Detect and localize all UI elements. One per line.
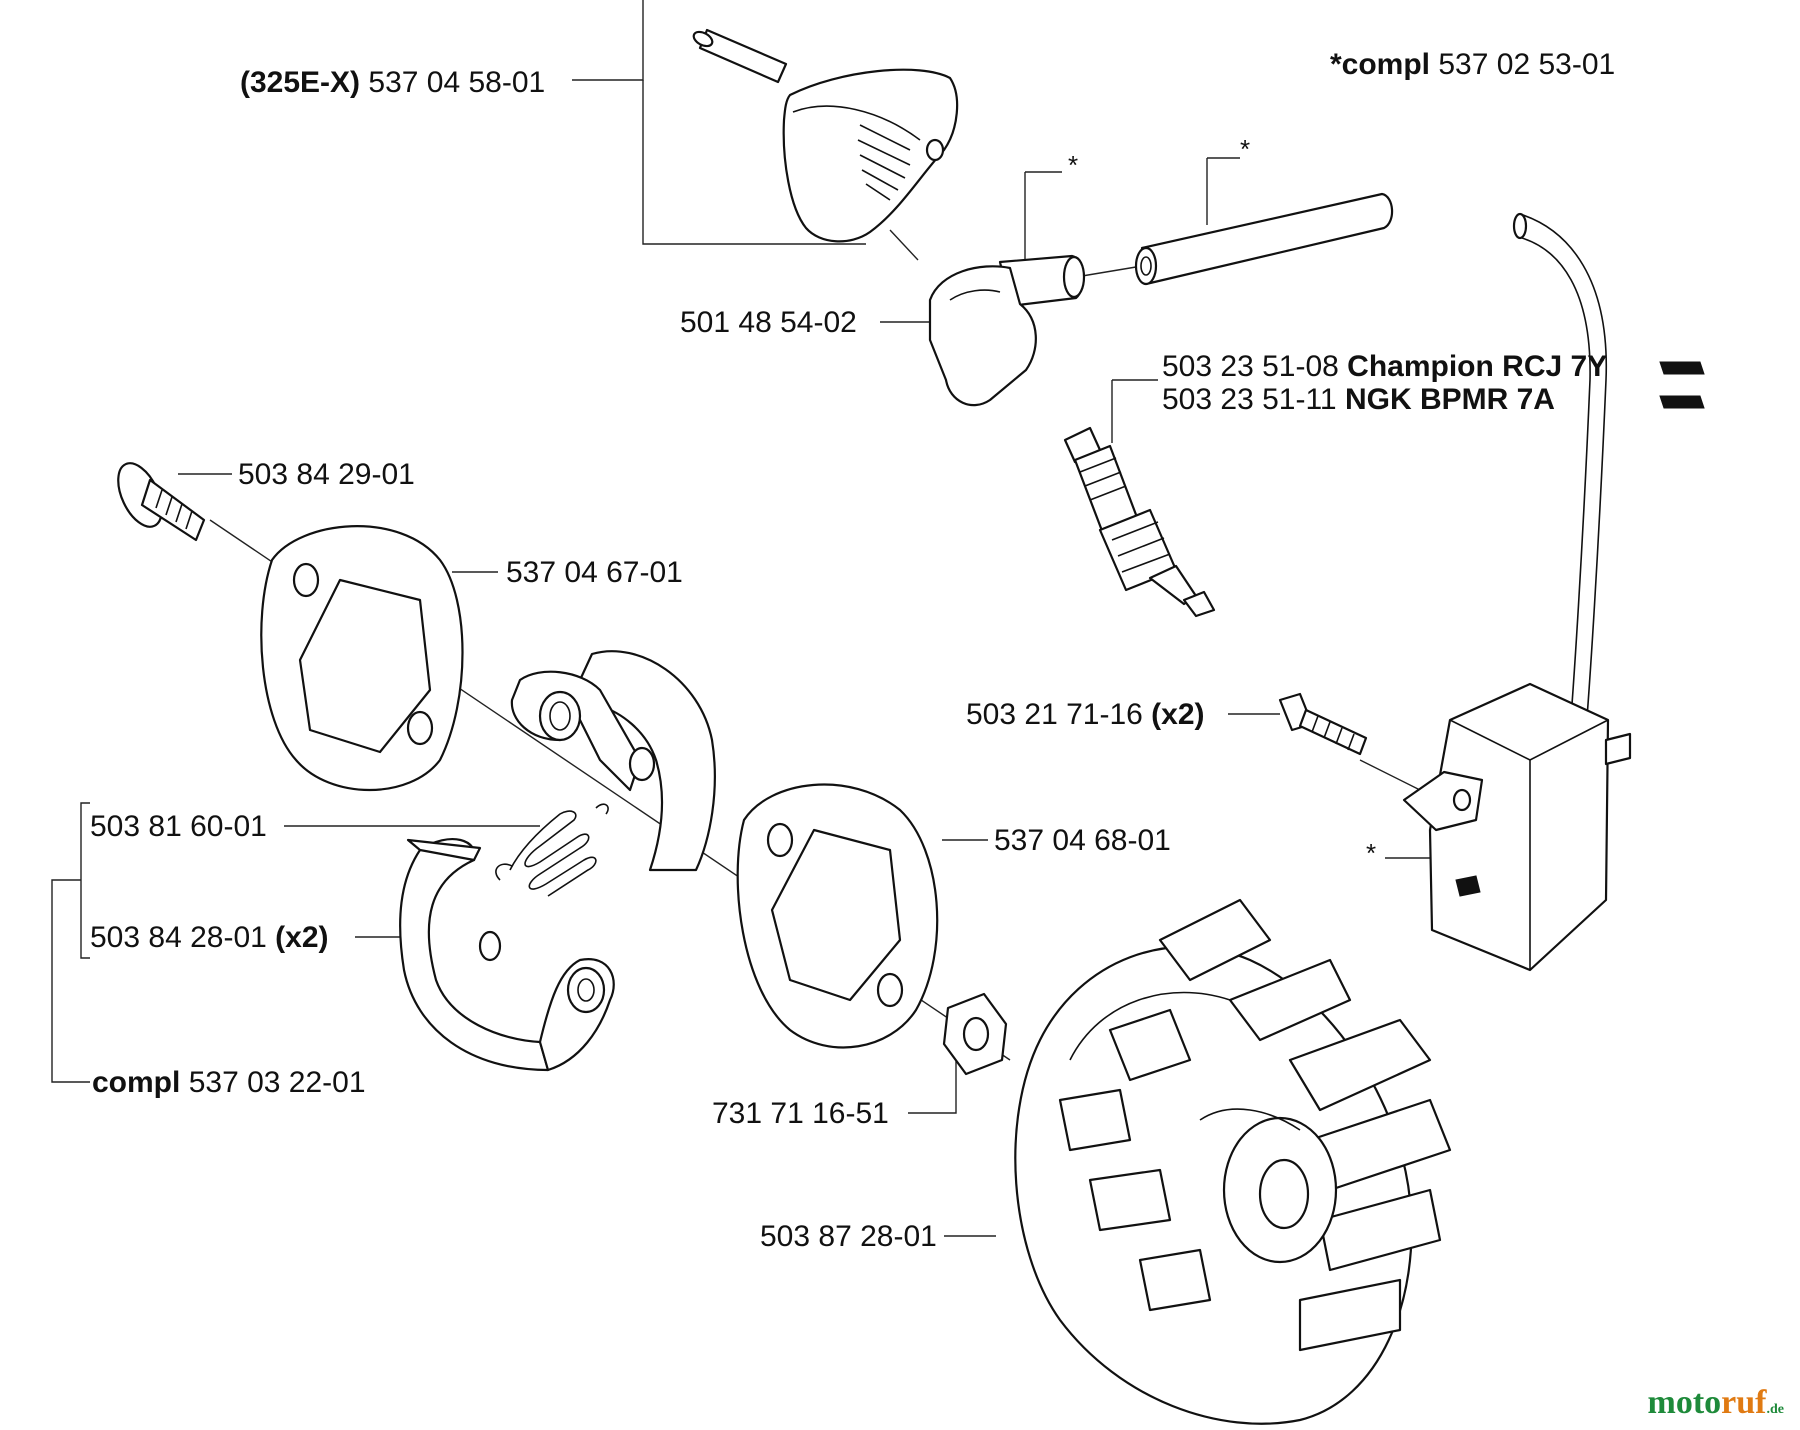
label-compl-clutch: compl 537 03 22-01 [92,1068,366,1098]
asterisk-module: * [1366,838,1377,868]
ignition-module [1402,682,1632,972]
label-plate-top: 537 04 67-01 [506,556,683,589]
brand-watermark: motoruf.de [1648,1386,1784,1420]
label-compl-ignition: *compl 537 02 53-01 [1330,50,1615,80]
asterisk-tube: * [1240,134,1251,164]
spark-plug-cap [782,68,959,243]
label-compl-ignition-prefix: *compl [1330,48,1431,81]
label-boot: 501 48 54-02 [680,306,857,339]
label-module-screw-code: 503 21 71-16 [966,698,1143,731]
clutch-shoe-lower [399,838,615,1072]
label-module-screw: 503 21 71-16 (x2) [966,700,1205,730]
asterisk-boot: * [1068,150,1079,180]
label-nut: 731 71 16-51 [712,1097,889,1130]
label-compl-clutch-prefix: compl [92,1066,181,1099]
clutch-spring [495,803,609,897]
label-clutch-shoe: 503 84 28-01 (x2) [90,923,329,953]
label-flywheel: 503 87 28-01 [760,1220,937,1253]
module-screw [1278,692,1368,756]
flywheel [1014,898,1452,1425]
label-compl-ignition-code: 537 02 53-01 [1438,48,1616,81]
ignition-tube [1134,192,1394,286]
label-plate-bottom: 537 04 68-01 [994,824,1171,857]
screw-top [117,462,206,542]
label-clutch-shoe-qty: (x2) [275,921,329,954]
label-plug-1-code: 503 23 51-08 [1162,350,1339,383]
clutch-shoe-upper [510,650,716,872]
flywheel-nut [942,992,1008,1076]
clutch-plate-bottom [736,783,939,1049]
spark-plug [1063,426,1216,618]
brand-part-1: moto [1647,1384,1722,1421]
label-cap: (325E-X) 537 04 58-01 [240,68,545,98]
spark-plug-boot [928,254,1086,407]
label-plug-1-brand: Champion RCJ 7Y [1347,350,1608,383]
label-screw-top: 503 84 29-01 [238,458,415,491]
label-compl-clutch-code: 537 03 22-01 [188,1066,366,1099]
label-plug-2: 503 23 51-11 NGK BPMR 7A [1162,385,1555,415]
label-cap-model: (325E-X) [240,66,361,99]
label-module-screw-qty: (x2) [1151,698,1205,731]
label-plug-2-code: 503 23 51-11 [1162,383,1337,416]
label-plug-2-brand: NGK BPMR 7A [1344,383,1555,416]
brand-part-3: .de [1766,1402,1785,1417]
label-clutch-shoe-code: 503 84 28-01 [90,921,267,954]
cap-pin [692,28,788,84]
label-cap-code: 537 04 58-01 [368,66,546,99]
clutch-plate-top [260,525,464,792]
label-spring: 503 81 60-01 [90,810,267,843]
brand-part-2: ruf [1721,1384,1767,1421]
plug-badges [1659,361,1705,409]
label-plug-1: 503 23 51-08 Champion RCJ 7Y [1162,352,1607,382]
